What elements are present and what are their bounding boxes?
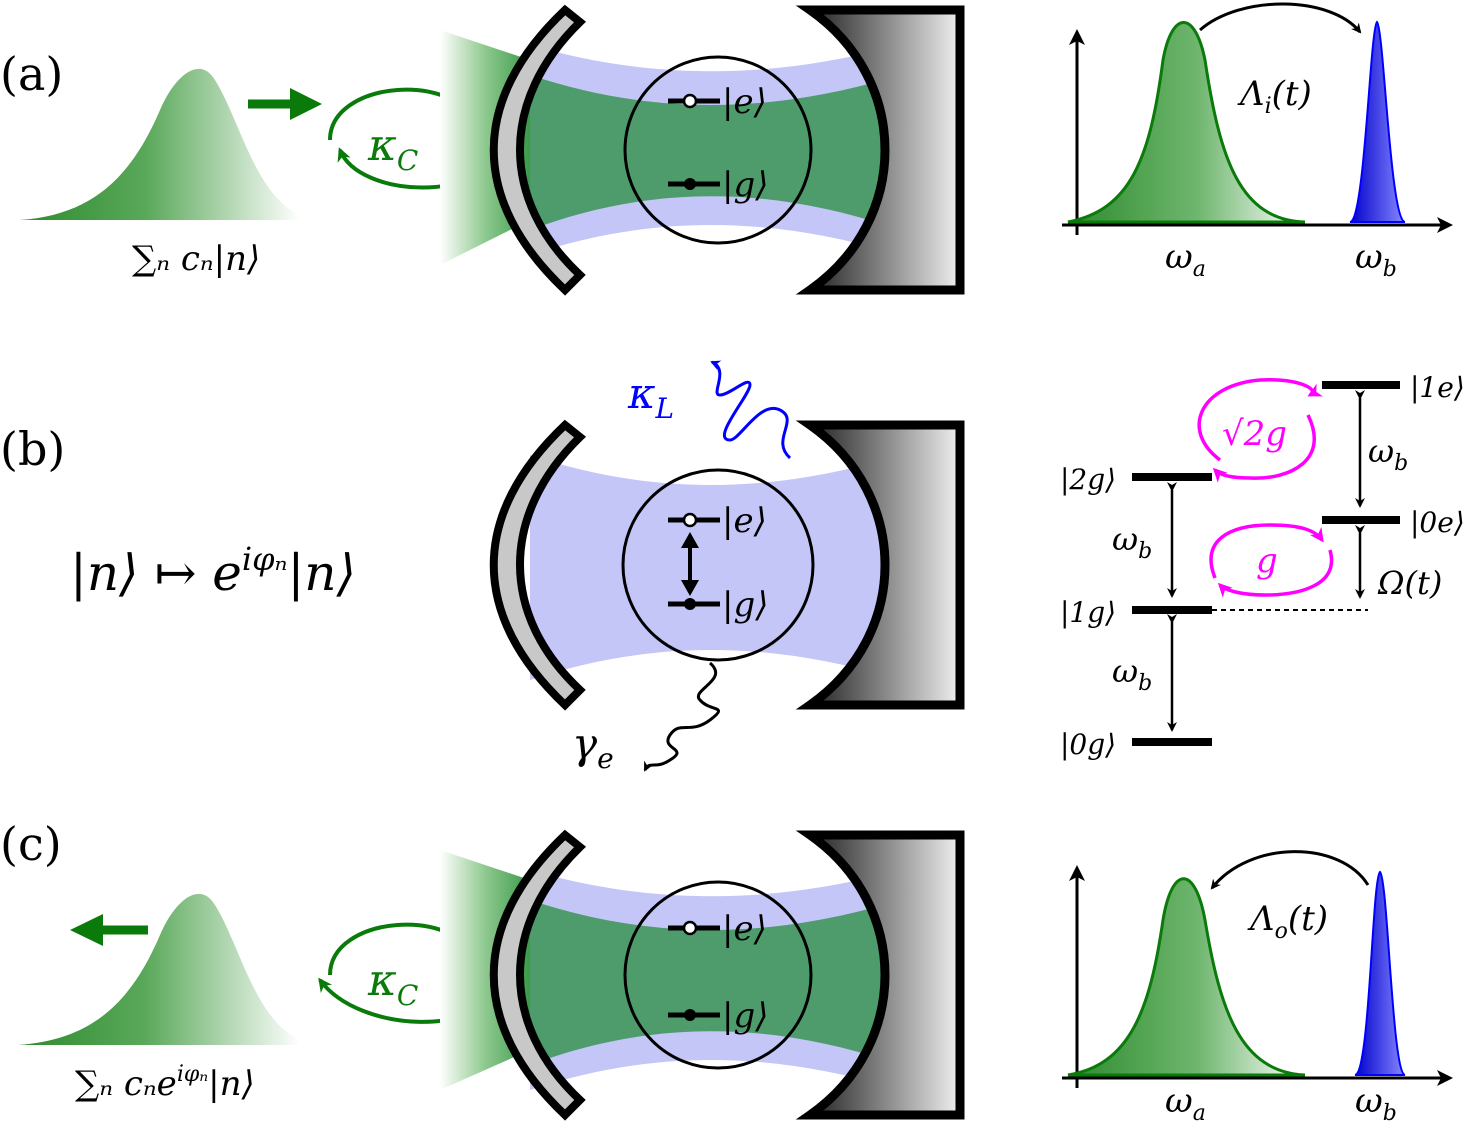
g-loop — [1209, 523, 1324, 579]
panel-c: (c) ∑ₙ cₙeiφₙ|n⟩ κC |e⟩ |g⟩ — [0, 817, 1453, 1121]
rabi-label: Ω(t) — [1377, 564, 1442, 602]
spectrum-a-transfer-label: Λi(t) — [1237, 74, 1312, 119]
atom-c — [623, 880, 813, 1070]
spectrum-c-blue-peak — [1354, 870, 1406, 1076]
panel-a-label: (a) — [0, 47, 63, 101]
ground-state-dot-b — [684, 598, 696, 610]
right-mirror-a — [795, 5, 965, 295]
leak-photon-b — [710, 360, 792, 460]
output-pulse-c — [18, 893, 300, 1045]
spectrum-c-green-peak — [1067, 877, 1306, 1077]
left-mirror-a — [489, 4, 587, 296]
pulse-label-a: ∑ₙ cₙ|n⟩ — [132, 239, 260, 279]
excited-state-dot-b — [682, 512, 698, 528]
atom-b — [621, 468, 815, 662]
ground-state-dot-a — [684, 178, 696, 190]
spectrum-a-omega-a: ωa — [1165, 237, 1206, 282]
gamma-e-label: γe — [572, 719, 614, 775]
kappa-c-label-a: κC — [367, 120, 418, 177]
level-1e-label: |1e⟩ — [1410, 371, 1465, 404]
level-diagram: |1e⟩ |0e⟩ |2g⟩ |1g⟩ |0g⟩ ωb ωb ωb — [1060, 371, 1465, 761]
excited-state-label-c: |e⟩ — [722, 909, 767, 949]
sqrt2g-label: √2g — [1222, 414, 1287, 454]
kappa-c-label-c: κC — [367, 955, 418, 1012]
input-pulse-a — [20, 68, 300, 220]
level-1g-label: |1g⟩ — [1060, 596, 1116, 629]
cavity-green-mode-a — [530, 75, 900, 230]
omega-b-lower: ωb — [1112, 652, 1152, 696]
right-mirror-b — [795, 420, 965, 710]
excited-state-label-a: |e⟩ — [722, 82, 767, 122]
omega-b-upper: ωb — [1368, 432, 1408, 476]
propagation-arrowhead-c — [70, 914, 103, 946]
ground-state-dot-c — [684, 1009, 696, 1021]
spectrum-c-omega-b: ωb — [1355, 1081, 1397, 1121]
kappa-l-label: κL — [627, 369, 674, 425]
ground-state-label-a: |g⟩ — [722, 165, 768, 205]
propagation-arrowhead-a — [290, 88, 322, 120]
excited-state-dot-c — [682, 920, 698, 936]
right-mirror-c — [795, 830, 965, 1120]
spectrum-a-blue-peak — [1349, 20, 1406, 223]
left-mirror-c — [489, 829, 587, 1121]
excited-state-label-b: |e⟩ — [722, 501, 767, 541]
g-label: g — [1256, 541, 1278, 581]
spectrum-c: Λo(t) ωa ωb — [1062, 850, 1453, 1121]
spectrum-a-omega-b: ωb — [1355, 237, 1397, 282]
ground-state-label-b: |g⟩ — [722, 585, 768, 625]
sqrt2g-loop — [1197, 378, 1323, 462]
cavity-mode-b — [530, 455, 900, 680]
spectrum-c-omega-a: ωa — [1165, 1081, 1206, 1121]
spectrum-a-transfer-arrow — [1199, 2, 1362, 34]
pulse-label-c: ∑ₙ cₙeiφₙ|n⟩ — [75, 1062, 255, 1104]
level-0g-label: |0g⟩ — [1060, 728, 1116, 761]
omega-b-middle: ωb — [1112, 520, 1152, 564]
ground-state-label-c: |g⟩ — [722, 996, 768, 1036]
spectrum-a: Λi(t) ωa ωb — [1062, 2, 1453, 282]
left-mirror-b — [489, 419, 587, 711]
level-0e-label: |0e⟩ — [1410, 506, 1465, 539]
atom-a — [623, 55, 813, 245]
level-2g-label: |2g⟩ — [1060, 463, 1116, 496]
spectrum-c-transfer-label: Λo(t) — [1247, 899, 1328, 944]
panel-a: (a) ∑ₙ cₙ|n⟩ κC |e⟩ |g⟩ — [0, 2, 1453, 296]
cavity-green-mode-c — [530, 900, 900, 1065]
excited-state-dot-a — [682, 93, 698, 109]
spectrum-a-green-peak — [1067, 21, 1306, 224]
spectrum-c-transfer-arrow — [1210, 850, 1370, 890]
panel-c-label: (c) — [0, 817, 62, 871]
phase-map-label: |n⟩ ↦ eiφₙ|n⟩ — [70, 540, 356, 602]
panel-b: (b) |n⟩ ↦ eiφₙ|n⟩ |e⟩ |g⟩ κL γe — [0, 360, 1465, 775]
decay-photon-b — [643, 661, 720, 772]
panel-b-label: (b) — [0, 422, 65, 476]
